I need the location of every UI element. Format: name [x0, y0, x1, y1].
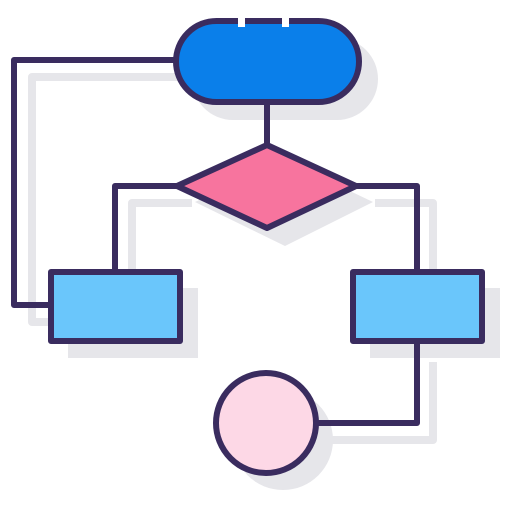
right-process-node	[350, 269, 485, 344]
left-process-node	[48, 269, 183, 344]
right-to-end-connector	[315, 338, 420, 426]
dash-mark	[238, 15, 245, 27]
left-branch-connector	[112, 183, 182, 275]
end-circle-node	[213, 370, 319, 476]
dash-mark	[282, 15, 289, 27]
bottom-connector-shadow	[330, 362, 437, 444]
left-branch-shadow	[128, 199, 192, 290]
terminator-dash-marks	[238, 15, 289, 27]
right-branch-shadow	[375, 199, 437, 290]
right-branch-connector	[352, 183, 420, 275]
decision-node	[174, 142, 359, 231]
loop-connector	[11, 57, 181, 308]
start-terminator-node	[173, 18, 362, 105]
connectors	[11, 57, 420, 426]
